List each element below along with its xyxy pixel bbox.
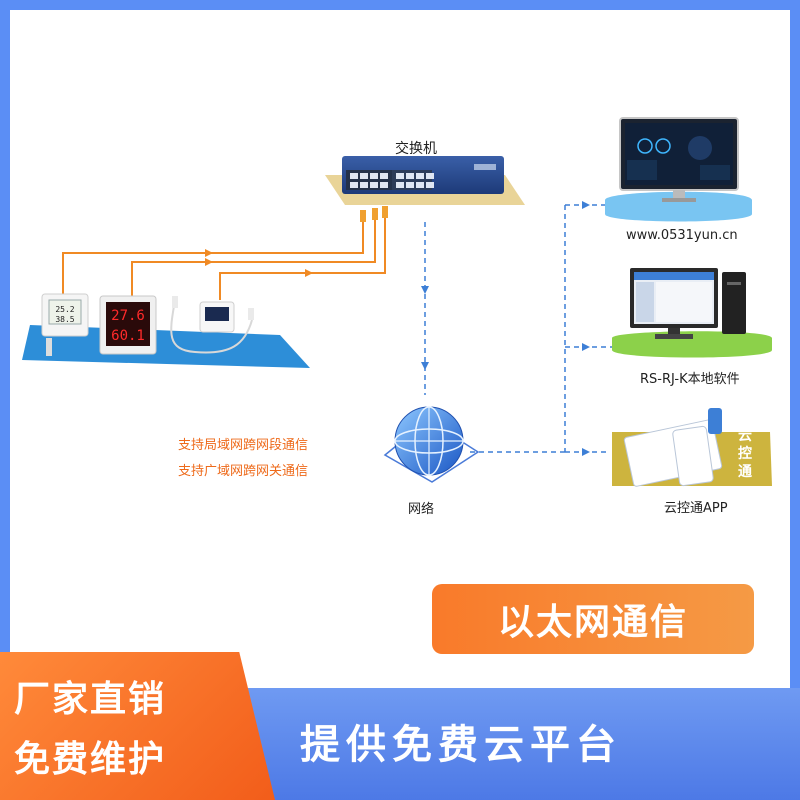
- switch-device: [325, 156, 525, 205]
- link-arrows: [582, 201, 590, 456]
- ethernet-banner-text: 以太网通信: [497, 602, 688, 643]
- badge-line-2: 免费维护: [14, 739, 167, 780]
- sensor-display-3: [170, 296, 254, 354]
- website-label: www.0531yun.cn: [626, 228, 738, 243]
- sensor-display-1: 25.2 38.5: [41, 293, 89, 356]
- app-label: 云控通APP: [664, 501, 728, 516]
- network-label: 网络: [408, 502, 435, 517]
- ethernet-banner: 以太网通信: [432, 584, 754, 654]
- app-tile-char-2: 控: [738, 445, 752, 462]
- sensor1-reading-2: 38.5: [55, 315, 74, 324]
- app-tile: 云 控 通: [612, 408, 772, 487]
- switch-connectors: [360, 206, 388, 222]
- free-cloud-platform-text: 提供免费云平台: [300, 722, 622, 768]
- arrow-switch-network-2: [421, 362, 429, 370]
- sensor1-reading-1: 25.2: [55, 305, 74, 314]
- app-tile-char-3: 通: [738, 464, 752, 480]
- cable-arrows: [205, 249, 313, 277]
- switch-label: 交换机: [395, 141, 437, 157]
- sensor2-reading-2: 60.1: [111, 328, 145, 344]
- network-diagram: 25.2 38.5 27.6 60.1: [22, 117, 772, 487]
- wan-note: 支持广域网跨网关通信: [178, 464, 309, 479]
- sensor2-reading-1: 27.6: [111, 308, 145, 324]
- local-software-label: RS-RJ-K本地软件: [640, 372, 740, 387]
- arrow-switch-network-1: [421, 286, 429, 294]
- links-to-platforms: [470, 204, 612, 453]
- bottom-left-badge: 厂家直销 免费维护: [0, 652, 275, 800]
- sensor-display-2: 27.6 60.1: [99, 295, 157, 355]
- network-globe-icon: [383, 406, 480, 483]
- ethernet-cables: [62, 218, 386, 300]
- app-tile-char-1: 云: [738, 428, 752, 444]
- local-software-pc: [612, 268, 772, 358]
- cloud-platform-monitor: [605, 117, 752, 222]
- badge-line-1: 厂家直销: [14, 679, 167, 720]
- lan-note: 支持局域网跨网段通信: [178, 438, 309, 453]
- devices-platform: [22, 325, 310, 368]
